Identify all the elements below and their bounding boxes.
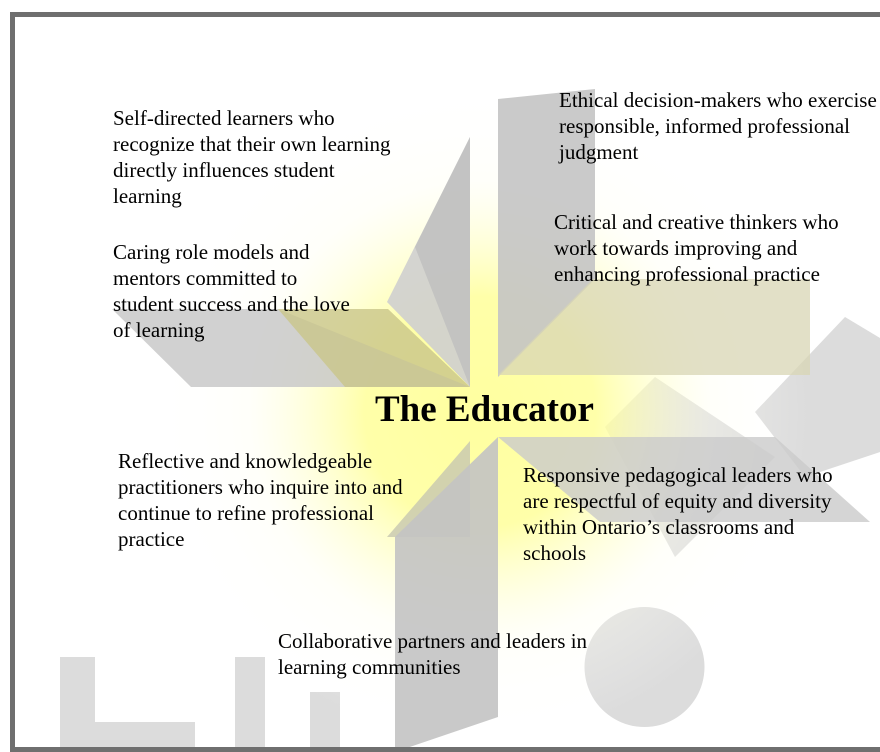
- star-arm-top-right-vertical: [498, 89, 595, 377]
- desc-critical-thinkers: Critical and creative thinkers who work …: [554, 210, 839, 286]
- star-arm-top-right-horizontal: [498, 279, 810, 375]
- diagram-frame: Self-directed learners who recognize tha…: [10, 12, 880, 752]
- desc-responsive-leaders: Responsive pedagogical leaders who are r…: [523, 463, 833, 565]
- star-arm-lower-right-horizontal: [498, 437, 870, 522]
- desc-reflective-practitioners: Reflective and knowledgeable practitione…: [118, 449, 403, 551]
- desc-caring-role-models: Caring role models and mentors committed…: [113, 240, 350, 342]
- desc-self-directed-learners: Self-directed learners who recognize tha…: [113, 106, 391, 208]
- desc-collaborative-partners: Collaborative partners and leaders in le…: [278, 629, 588, 679]
- star-graphic: [15, 17, 880, 747]
- diagram-title: The Educator: [375, 389, 594, 430]
- desc-ethical-decision-makers: Ethical decision-makers who exercise res…: [559, 88, 877, 164]
- star-arm-bottom: [395, 437, 498, 747]
